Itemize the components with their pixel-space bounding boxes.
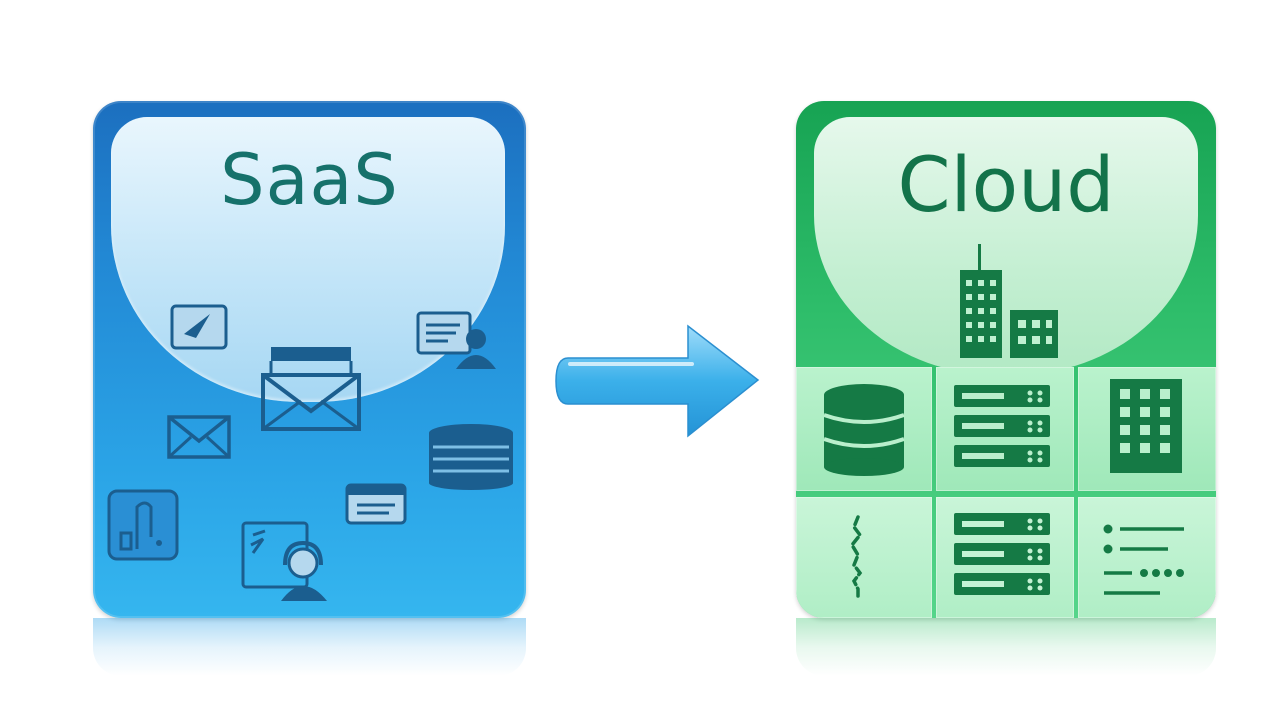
saas-title: SaaS [220,139,399,221]
cloud-title: Cloud [897,140,1115,229]
database-icon [429,424,513,490]
cloud-card: Cloud [796,101,1216,618]
building-icon [1110,379,1182,473]
envelope-icon [167,415,231,459]
saas-reflection [93,618,526,676]
buildings-icon [960,244,1058,358]
cloud-cell-network [796,497,932,618]
arrow-right-icon [555,324,760,438]
support-agent-icon [241,521,327,601]
cloud-cell-list [1078,497,1216,618]
checkbox-icon [170,304,228,350]
list-icon [1103,524,1184,595]
server-rack-icon [954,385,1050,467]
database-icon [823,384,905,476]
message-icon [345,483,407,525]
cloud-reflection [796,618,1216,676]
contact-card-icon [416,311,496,369]
saas-card: SaaS [93,101,526,618]
server-rack-icon [954,513,1050,595]
cloud-header-dome [814,117,1198,375]
open-envelope-icon [261,347,361,431]
app-icon [107,489,179,561]
network-line-icon [849,515,863,599]
